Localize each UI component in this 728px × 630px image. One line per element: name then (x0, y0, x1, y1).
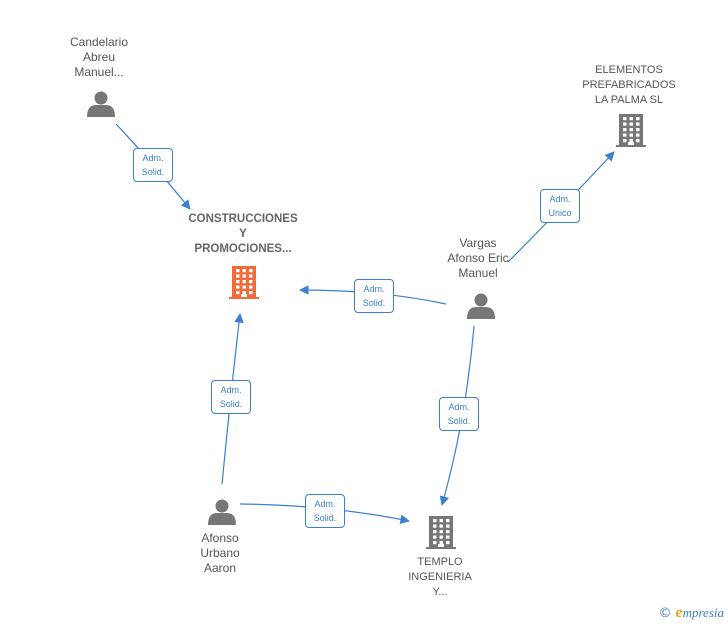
brand-initial: e (675, 604, 683, 621)
edge-label-line: Solid. (362, 298, 386, 308)
edge-label-afonso-construcciones[interactable]: Adm. Solid. (211, 380, 251, 414)
node-label-elementos[interactable]: ELEMENTOS PREFABRICADOS LA PALMA SL (582, 63, 676, 108)
edge-label-line: Solid. (141, 167, 165, 177)
edge-label-vargas-construcciones[interactable]: Adm. Solid. (354, 279, 394, 313)
node-label-line: Manuel... (74, 65, 124, 79)
edge-label-line: Unico (548, 208, 572, 218)
building-icon[interactable] (229, 266, 259, 299)
person-icon[interactable] (208, 499, 236, 526)
node-label-line: Urbano (200, 546, 240, 560)
brand-name: mpresia (682, 605, 724, 620)
node-label-line: Afonso Eric (447, 251, 509, 265)
node-label-line: LA PALMA SL (594, 94, 664, 106)
edge-label-line: Adm. (220, 385, 242, 395)
person-icon[interactable] (467, 293, 495, 320)
node-label-line: PREFABRICADOS (582, 79, 676, 91)
node-label-line: Abreu (82, 50, 116, 64)
edge-label-vargas-elementos[interactable]: Adm. Unico (540, 189, 580, 223)
edge-label-line: Adm. (314, 499, 336, 509)
node-label-line: CONSTRUCCIONES (188, 213, 298, 225)
building-icon[interactable] (616, 114, 646, 147)
copyright-symbol: © (658, 606, 672, 621)
node-label-line: Aaron (203, 561, 237, 575)
node-label-line: Y (239, 228, 247, 240)
node-label-line: INGENIERIA (408, 571, 472, 583)
node-label-line: Manuel (458, 266, 498, 280)
edge-label-line: Solid. (313, 513, 337, 523)
edge-label-candelario-construcciones[interactable]: Adm. Solid. (133, 148, 173, 182)
node-label-line: Vargas (459, 236, 497, 250)
person-icon[interactable] (87, 91, 115, 118)
node-label-line: ELEMENTOS (595, 64, 663, 76)
node-label-line: Candelario (69, 35, 129, 49)
edge-label-line: Solid. (219, 399, 243, 409)
edge-label-afonso-templo[interactable]: Adm. Solid. (305, 494, 345, 528)
node-label-line: Afonso (201, 531, 239, 545)
node-label-line: Y... (432, 586, 448, 598)
node-label-construcciones[interactable]: CONSTRUCCIONES Y PROMOCIONES... (188, 212, 297, 257)
edge-label-line: Adm. (448, 402, 470, 412)
edge-label-vargas-templo[interactable]: Adm. Solid. (439, 397, 479, 431)
building-icon[interactable] (426, 516, 456, 549)
node-label-templo[interactable]: TEMPLO INGENIERIA Y... (408, 555, 472, 600)
edge-label-line: Adm. (549, 194, 571, 204)
brand-footer: ©empresia (658, 604, 724, 622)
edge-label-line: Adm. (363, 284, 385, 294)
node-label-line: PROMOCIONES... (194, 243, 292, 255)
node-label-line: TEMPLO (417, 556, 463, 568)
edge-label-line: Solid. (447, 416, 471, 426)
edge-label-line: Adm. (142, 153, 164, 163)
